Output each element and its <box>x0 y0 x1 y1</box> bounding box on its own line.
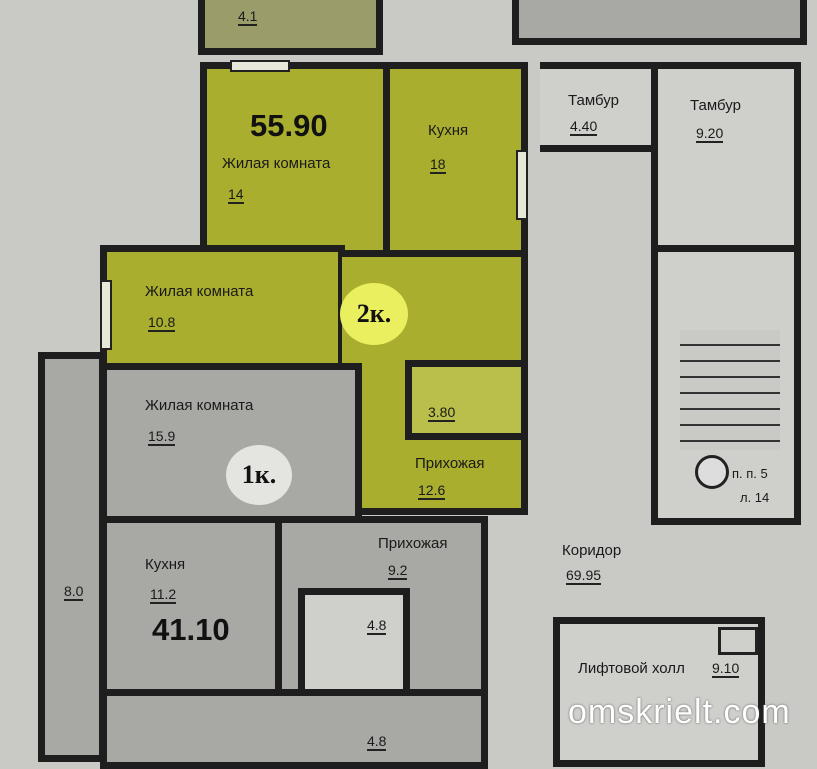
lift-hall-name: Лифтовой холл <box>578 660 685 677</box>
apartment-1k-badge: 1к. <box>226 445 292 505</box>
room-area: 18 <box>430 156 446 174</box>
room-name: Жилая комната <box>145 397 254 414</box>
room-area: 14 <box>228 186 244 204</box>
lift-hall-area: 9.10 <box>712 660 740 678</box>
tambur-room-2 <box>651 62 801 252</box>
badge-text: 1к. <box>241 460 277 489</box>
stair-circle <box>695 455 729 489</box>
apartment-2k-total-area: 55.90 <box>250 108 328 143</box>
tambur-name: Тамбур <box>690 97 741 114</box>
room-name: Кухня <box>428 122 469 139</box>
window <box>516 150 528 220</box>
window <box>100 280 112 350</box>
storage-area: 4.1 <box>238 8 258 26</box>
room-kitchen-11-2 <box>100 516 282 696</box>
tambur-name: Тамбур <box>568 92 619 109</box>
room-top-right <box>512 0 807 45</box>
room-area: 12.6 <box>418 482 446 500</box>
tambur-room <box>540 62 658 152</box>
room-living-14 <box>200 62 390 257</box>
tambur-area: 9.20 <box>696 125 724 143</box>
stair-note: л. 14 <box>740 490 770 505</box>
tambur-area: 4.40 <box>570 118 598 136</box>
apartment-2k-badge: 2к. <box>340 283 408 345</box>
room-area: 11.2 <box>150 586 177 604</box>
room-name: Жилая комната <box>145 283 254 300</box>
room-name: Прихожая <box>415 455 485 472</box>
room-bath-4-8 <box>298 588 410 696</box>
room-area: 15.9 <box>148 428 176 446</box>
room-name: Жилая комната <box>222 155 331 172</box>
room-area: 3.80 <box>428 404 456 422</box>
balcony <box>38 352 106 762</box>
room-name: Прихожая <box>378 535 448 552</box>
stair-note: п. п. 5 <box>732 466 768 481</box>
corridor-area: 69.95 <box>566 567 602 585</box>
room-area: 4.8 <box>367 617 387 635</box>
lift-shaft <box>718 627 758 655</box>
balcony-area: 8.0 <box>64 583 84 601</box>
room-bottom <box>100 689 488 769</box>
room-living-15-9 <box>100 363 362 523</box>
room-name: Кухня <box>145 556 186 573</box>
room-bath-3-80 <box>405 360 528 440</box>
room-living-10-8 <box>100 245 345 370</box>
apartment-1k-total-area: 41.10 <box>152 612 230 647</box>
watermark: omskrielt.com <box>568 693 791 731</box>
storage-room-top <box>198 0 383 55</box>
corridor-name: Коридор <box>562 542 622 559</box>
stair-steps <box>680 330 780 450</box>
window <box>230 60 290 72</box>
room-area: 4.8 <box>367 733 387 751</box>
room-area: 9.2 <box>388 562 408 580</box>
room-area: 10.8 <box>148 314 176 332</box>
badge-text: 2к. <box>356 299 392 328</box>
